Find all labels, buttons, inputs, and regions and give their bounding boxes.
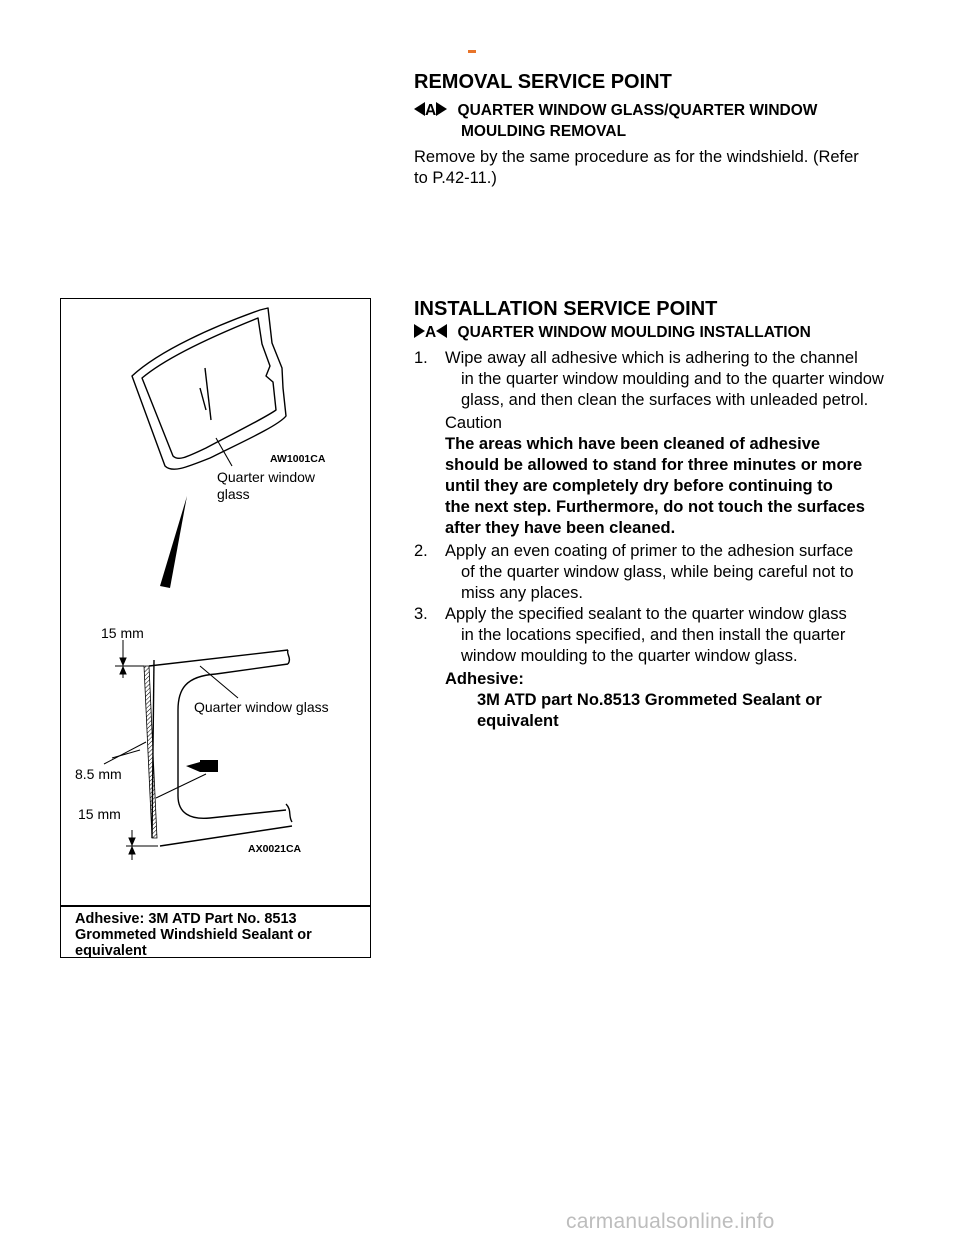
caution-line-2: should be allowed to stand for three min… xyxy=(445,456,863,474)
dimension-middle: 8.5 mm xyxy=(75,766,122,782)
removal-heading: REMOVAL SERVICE POINT xyxy=(414,71,672,93)
figure-frame xyxy=(60,298,371,958)
step-2-number: 2. xyxy=(414,542,428,560)
label-quarter-window-glass: Quarter window glass xyxy=(217,469,315,503)
figure-caption: Adhesive: 3M ATD Part No. 8513 Grommeted… xyxy=(75,911,355,959)
quarter-window-illustration xyxy=(103,307,293,860)
step-2-line-3: miss any places. xyxy=(461,584,583,602)
step-2-line-2: of the quarter window glass, while being… xyxy=(461,563,854,581)
caution-title: Caution xyxy=(445,414,502,432)
removal-text-line2: to P.42-11.) xyxy=(414,169,497,187)
adhesive-line-1: 3M ATD part No.8513 Grommeted Sealant or xyxy=(477,691,822,709)
sealant-nozzle-icon xyxy=(186,760,218,772)
caption-line-3: equivalent xyxy=(75,943,147,959)
step-1-line-3: glass, and then clean the surfaces with … xyxy=(461,391,869,409)
top-mark xyxy=(468,50,476,53)
label-glass-line2: glass xyxy=(217,486,250,502)
caution-line-4: the next step. Furthermore, do not touch… xyxy=(445,498,865,516)
caution-line-3: until they are completely dry before con… xyxy=(445,477,833,495)
step-3-line-3: window moulding to the quarter window gl… xyxy=(461,647,798,665)
right-triangle-icon xyxy=(436,102,448,116)
step-1-number: 1. xyxy=(414,349,428,367)
figure-code-bottom: AX0021CA xyxy=(248,843,302,855)
caption-line-2: Grommeted Windshield Sealant or xyxy=(75,927,312,943)
removal-marker-letter: A xyxy=(425,102,437,119)
step-3-line-2: in the locations specified, and then ins… xyxy=(461,626,846,644)
figure-caption-divider xyxy=(60,905,371,907)
removal-subheading: A QUARTER WINDOW GLASS/QUARTER WINDOW xyxy=(414,100,817,121)
right-triangle-icon xyxy=(414,324,425,338)
removal-subheading-line2: MOULDING REMOVAL xyxy=(461,123,627,140)
step-3-number: 3. xyxy=(414,605,428,623)
installation-marker-letter: A xyxy=(425,324,437,341)
left-triangle-icon xyxy=(414,102,425,116)
label-glass-line1: Quarter window xyxy=(217,469,316,485)
caption-line-1: Adhesive: 3M ATD Part No. 8513 xyxy=(75,911,297,927)
step-1-line-2: in the quarter window moulding and to th… xyxy=(461,370,884,388)
detail-cross-section xyxy=(148,649,293,847)
caution-line-5: after they have been cleaned. xyxy=(445,519,676,537)
adhesive-label: Adhesive: xyxy=(445,670,524,688)
dimension-marks xyxy=(103,640,158,860)
dimension-bottom: 15 mm xyxy=(78,806,121,822)
glass-leader-line xyxy=(215,437,233,467)
step-2-line-1: Apply an even coating of primer to the a… xyxy=(445,542,854,560)
step-3-line-1: Apply the specified sealant to the quart… xyxy=(445,605,847,623)
figure-code-top: AW1001CA xyxy=(270,453,326,465)
removal-subheading-line1: QUARTER WINDOW GLASS/QUARTER WINDOW xyxy=(457,102,818,119)
watermark: carmanualsonline.info xyxy=(566,1210,775,1233)
step-1-line-1: Wipe away all adhesive which is adhering… xyxy=(445,349,858,367)
sealant-bead xyxy=(143,665,158,839)
quarter-window-glass-drawing xyxy=(131,307,287,470)
glass-detail-leader xyxy=(199,665,239,699)
detail-wedge-icon xyxy=(160,496,187,588)
installation-subheading: A QUARTER WINDOW MOULDING INSTALLATION xyxy=(414,322,811,343)
dimension-top: 15 mm xyxy=(101,625,144,641)
label-quarter-window-glass-detail: Quarter window glass xyxy=(194,699,329,715)
removal-text-line1: Remove by the same procedure as for the … xyxy=(414,148,859,166)
installation-subheading-text: QUARTER WINDOW MOULDING INSTALLATION xyxy=(457,324,811,341)
installation-heading: INSTALLATION SERVICE POINT xyxy=(414,298,718,320)
caution-line-1: The areas which have been cleaned of adh… xyxy=(445,435,821,453)
adhesive-line-2: equivalent xyxy=(477,712,559,730)
left-triangle-icon xyxy=(436,324,448,338)
